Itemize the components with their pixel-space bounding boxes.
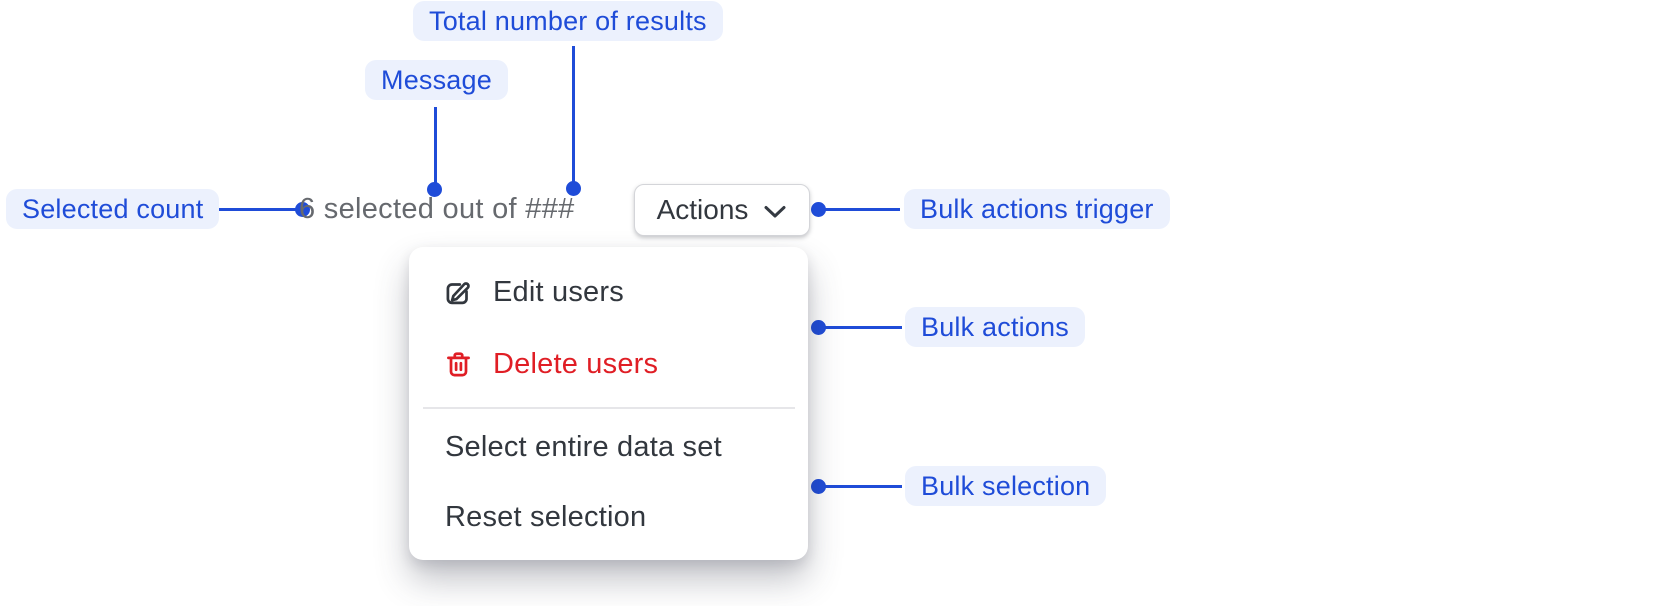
bulk-actions-trigger-button[interactable]: Actions — [634, 184, 810, 236]
connector-line-total-results — [572, 46, 575, 189]
menu-item-edit-users[interactable]: Edit users — [443, 270, 792, 314]
chevron-down-icon — [764, 205, 786, 217]
menu-item-label: Edit users — [493, 275, 624, 308]
annotation-message: Message — [365, 60, 508, 100]
annotation-bulk-actions-trigger: Bulk actions trigger — [904, 189, 1170, 229]
menu-item-select-entire-data-set[interactable]: Select entire data set — [445, 425, 792, 469]
menu-item-label: Select entire data set — [445, 430, 722, 463]
connector-dot-selected-count — [295, 202, 310, 217]
edit-icon — [446, 281, 470, 304]
connector-line-selected-count — [208, 208, 300, 211]
connector-dot-bulk-selection — [811, 479, 826, 494]
annotation-selected-count: Selected count — [6, 189, 220, 229]
menu-item-reset-selection[interactable]: Reset selection — [445, 495, 792, 539]
bulk-actions-menu: Edit users Delete users Select entire da… — [409, 247, 808, 560]
menu-item-label: Reset selection — [445, 500, 647, 533]
connector-dot-bulk-actions-trigger — [811, 202, 826, 217]
connector-line-bulk-actions-trigger — [822, 208, 900, 211]
annotation-bulk-actions: Bulk actions — [905, 307, 1085, 347]
menu-divider — [423, 407, 795, 409]
annotation-bulk-selection: Bulk selection — [905, 466, 1107, 506]
trash-icon — [447, 351, 470, 376]
actions-button-label: Actions — [656, 194, 749, 225]
menu-item-label: Delete users — [493, 347, 659, 380]
connector-line-bulk-actions — [822, 326, 902, 329]
connector-dot-total-results — [566, 181, 581, 196]
annotation-total-results: Total number of results — [413, 1, 723, 41]
connector-line-bulk-selection — [822, 485, 902, 488]
connector-dot-bulk-actions — [811, 320, 826, 335]
selection-count-message: 6 selected out of ### — [299, 193, 575, 225]
connector-line-message — [434, 107, 437, 189]
connector-dot-message — [427, 182, 442, 197]
menu-item-delete-users[interactable]: Delete users — [443, 342, 792, 386]
